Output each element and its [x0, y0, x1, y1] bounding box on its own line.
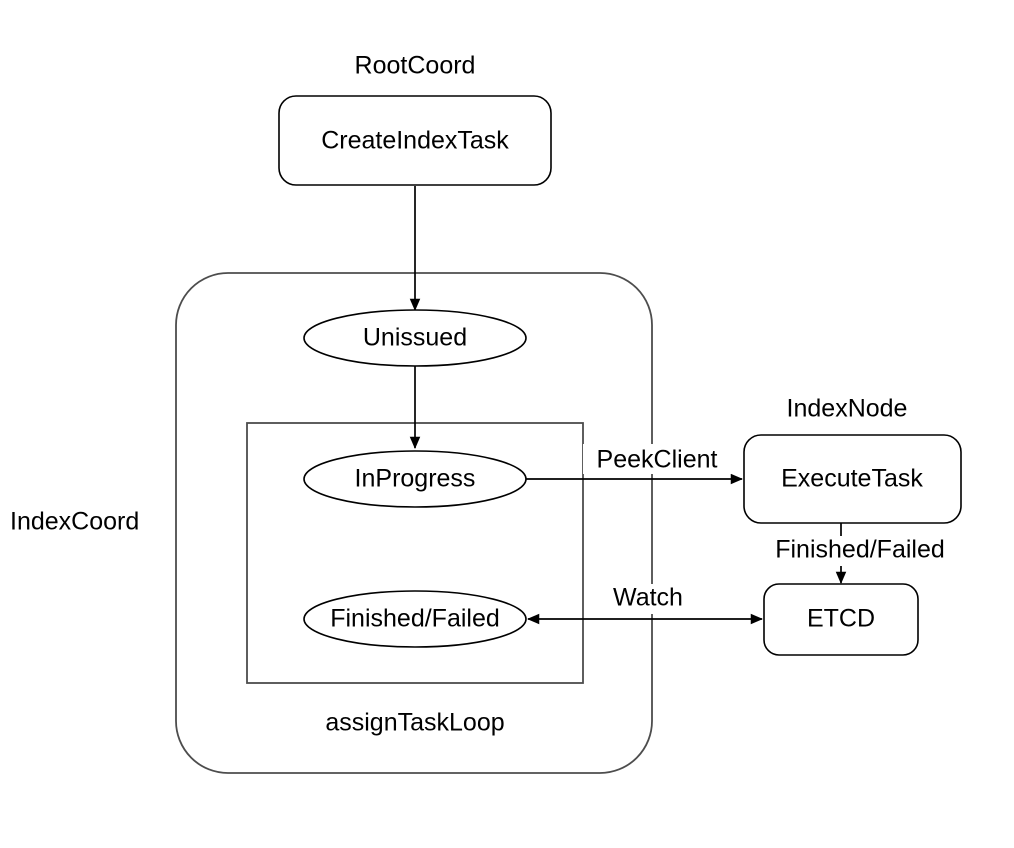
edge-label-peekclient: PeekClient — [597, 446, 718, 474]
node-shape-unissued — [303, 309, 527, 367]
node-unissued[interactable]: Unissued — [303, 309, 527, 367]
section-label-index-node: IndexNode — [787, 395, 908, 423]
node-shape-create-index-task — [278, 95, 552, 186]
node-label-in-progress: InProgress — [355, 465, 476, 493]
node-shape-finished-failed-state — [303, 590, 527, 648]
section-label-root-coord: RootCoord — [355, 52, 476, 80]
node-shape-execute-task — [743, 434, 962, 524]
group-index-coord — [175, 272, 653, 774]
node-label-etcd: ETCD — [807, 605, 875, 633]
edge-label-finished-failed: Finished/Failed — [775, 536, 945, 564]
node-finished-failed-state[interactable]: Finished/Failed — [303, 590, 527, 648]
node-execute-task[interactable]: ExecuteTask — [743, 434, 962, 524]
node-label-finished-failed-state: Finished/Failed — [330, 605, 500, 633]
node-label-create-index-task: CreateIndexTask — [321, 127, 509, 155]
group-label-index-coord: IndexCoord — [10, 508, 139, 536]
node-label-execute-task: ExecuteTask — [781, 465, 923, 493]
edge-label-backdrop-peekclient — [583, 444, 731, 474]
node-create-index-task[interactable]: CreateIndexTask — [278, 95, 552, 186]
node-shape-in-progress — [303, 450, 527, 508]
group-label-assign-task-loop: assignTaskLoop — [325, 709, 504, 737]
node-label-unissued: Unissued — [363, 324, 467, 352]
edge-label-watch: Watch — [613, 584, 683, 612]
node-etcd[interactable]: ETCD — [763, 583, 919, 656]
node-in-progress[interactable]: InProgress — [303, 450, 527, 508]
node-shape-etcd — [763, 583, 919, 656]
edge-label-backdrop-watch — [601, 584, 697, 614]
edge-label-backdrop-finished-failed — [757, 536, 963, 566]
